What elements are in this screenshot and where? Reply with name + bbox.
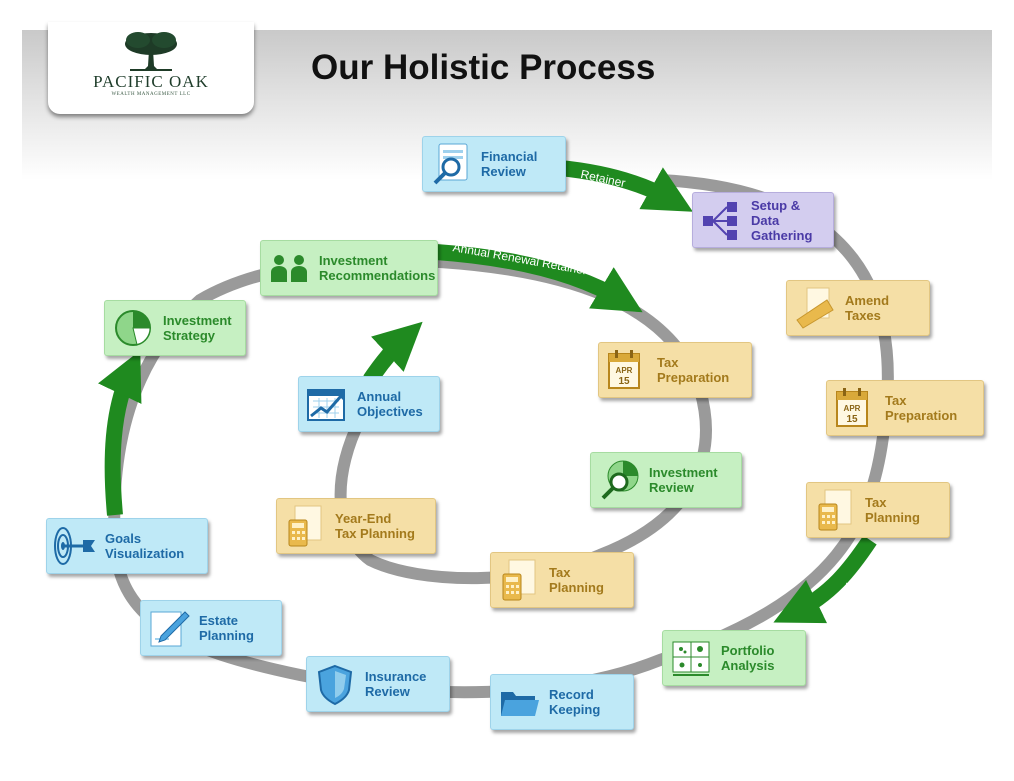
implementation-label: Implementation: [148, 416, 173, 499]
document-pen-icon: [150, 611, 190, 647]
step-investment-strategy: Investment Strategy: [104, 300, 246, 356]
retainer-label: Retainer: [579, 167, 626, 190]
svg-text:15: 15: [618, 376, 630, 387]
tax-planning-outer-label: Tax Planning: [865, 495, 920, 525]
investment-review-label: Investment Review: [649, 465, 718, 495]
step-investment-review: Investment Review: [590, 452, 742, 508]
step-record-keeping: Record Keeping: [490, 674, 634, 730]
step-financial-review: Financial Review: [422, 136, 566, 192]
step-amend-taxes: Amend Taxes: [786, 280, 930, 336]
amend-taxes-label: Amend Taxes: [845, 293, 890, 323]
page-title: Our Holistic Process: [311, 48, 656, 87]
step-annual-objectives: Annual Objectives: [298, 376, 440, 432]
financial-review-label: Financial Review: [481, 149, 538, 179]
calendar-growth-chart-icon: [307, 389, 345, 421]
svg-text:15: 15: [846, 414, 858, 425]
calculator-icon: [502, 559, 536, 601]
calculator-icon: [818, 489, 852, 531]
step-insurance-review: Insurance Review: [306, 656, 450, 712]
company-logo: PACIFIC OAK WEALTH MANAGEMENT LLC: [48, 22, 254, 114]
year-end-tax-planning-label: Year-End Tax Planning: [335, 511, 415, 541]
portfolio-analysis-label: Portfolio Analysis: [721, 643, 775, 673]
tax-preparation-inner-label: Tax Preparation: [657, 355, 730, 385]
svg-text:APR: APR: [616, 366, 633, 375]
svg-text:APR: APR: [844, 404, 861, 413]
retainer-arrow: [559, 160, 693, 212]
folder-icon: [501, 692, 539, 716]
advisors-people-icon: [271, 255, 307, 282]
logo-name: PACIFIC OAK: [93, 72, 209, 91]
record-keeping-label: Record Keeping: [549, 687, 601, 717]
annual-renewal-arrow: [435, 244, 643, 313]
investment-strategy-label: Investment Strategy: [163, 313, 232, 343]
step-tax-preparation-outer: APR 15 Tax Preparation: [826, 380, 984, 436]
shield-icon: [317, 664, 353, 706]
network-nodes-icon: [703, 202, 737, 240]
step-tax-planning-inner: Tax Planning: [490, 552, 634, 608]
oak-tree-icon: [125, 32, 177, 71]
magnifier-pie-icon: [601, 460, 639, 500]
calendar-icon: APR 15: [836, 388, 868, 427]
step-tax-preparation-inner: APR 15 Tax Preparation: [598, 342, 752, 398]
annual-objectives-arrow: [363, 321, 423, 385]
goals-visualization-label: Goals Visualization: [105, 531, 185, 561]
step-portfolio-analysis: Portfolio Analysis: [662, 630, 806, 686]
pie-chart-icon: [115, 310, 151, 346]
portfolio-matrix-icon: [672, 641, 710, 676]
step-tax-planning-outer: Tax Planning: [806, 482, 950, 538]
education-arrow: [773, 535, 877, 624]
eraser-icon: [796, 287, 834, 329]
insurance-review-label: Insurance Review: [365, 669, 427, 699]
step-setup-data-gathering: Setup & Data Gathering: [692, 192, 834, 248]
calendar-icon: APR 15: [608, 350, 640, 389]
logo-subtitle: WEALTH MANAGEMENT LLC: [111, 92, 191, 97]
target-dart-icon: [54, 527, 95, 565]
annual-objectives-label: Annual Objectives: [357, 389, 423, 419]
tax-planning-inner-label: Tax Planning: [549, 565, 604, 595]
calculator-icon: [288, 505, 322, 547]
setup-data-gathering-label: Setup & Data Gathering: [751, 197, 813, 243]
step-investment-recommendations: Investment Recommendations: [260, 240, 438, 296]
tax-preparation-outer-label: Tax Preparation: [885, 393, 958, 423]
estate-planning-label: Estate Planning: [199, 613, 254, 643]
magnifier-document-icon: [433, 143, 468, 185]
step-estate-planning: Estate Planning: [140, 600, 282, 656]
investment-recommendations-label: Investment Recommendations: [319, 253, 436, 283]
implementation-arrow: [98, 350, 142, 516]
step-year-end-tax-planning: Year-End Tax Planning: [276, 498, 436, 554]
step-goals-visualization: Goals Visualization: [46, 518, 208, 574]
